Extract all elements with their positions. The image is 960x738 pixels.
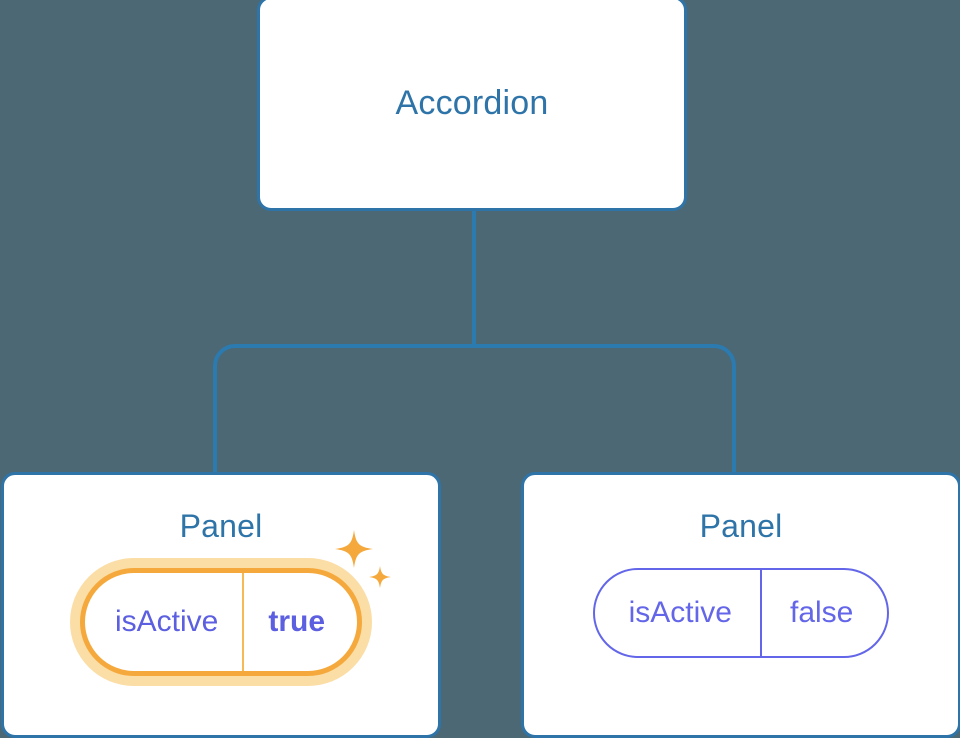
node-title: Accordion (395, 83, 549, 122)
prop-key: isActive (114, 605, 219, 639)
prop-key: isActive (628, 596, 732, 630)
prop-value: false (759, 570, 887, 657)
prop-pill-wrapper: isActive false (592, 568, 890, 659)
edge-branch-right (474, 344, 736, 474)
node-title: Panel (699, 508, 783, 544)
prop-pill-isactive-true[interactable]: isActive true (79, 568, 363, 677)
node-title: Panel (179, 508, 263, 544)
prop-pill-wrapper: isActive true (79, 530, 392, 677)
node-panel-left[interactable]: Panel isActive true (1, 472, 441, 738)
node-panel-right[interactable]: Panel isActive false (521, 472, 960, 738)
prop-pill-isactive-false[interactable]: isActive false (592, 568, 890, 659)
edge-branch-left (213, 344, 474, 474)
node-accordion[interactable]: Accordion (257, 0, 687, 211)
prop-value: true (242, 573, 357, 672)
